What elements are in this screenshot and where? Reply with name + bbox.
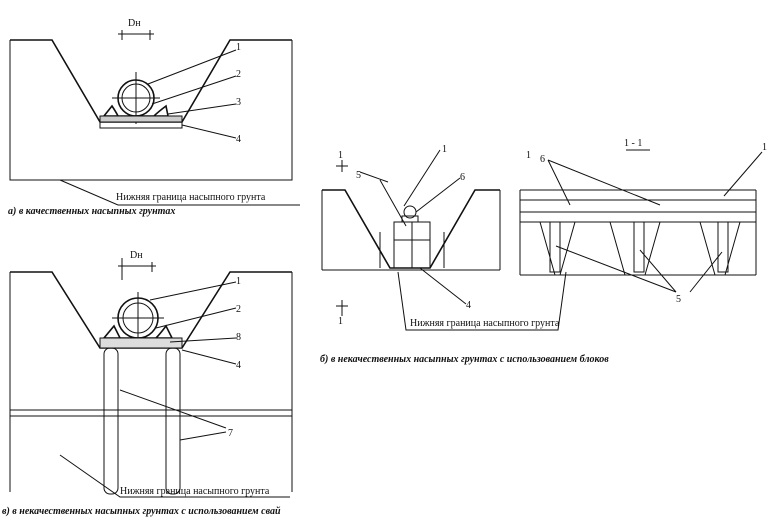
diameter-label: Dн [130,250,143,261]
callout-8: 8 [236,332,241,343]
callout-5: 5 [676,294,681,305]
callout-1: 1 [236,42,241,53]
callout-6: 6 [460,172,465,183]
section-mark-top: 1 [338,150,343,161]
caption-b: б) в некачественных насыпных грунтах с и… [320,354,609,365]
callout-1: 1 [236,276,241,287]
callout-6: 6 [540,154,545,165]
diagram-b: 1 1 5 1 6 4 Нижняя граница насыпного гру… [320,144,609,365]
diagram-c: Dн 1 2 8 4 7 Нижняя граница насыпного гр… [2,250,293,517]
callout-4: 4 [236,134,241,145]
callout-3: 3 [236,97,241,108]
callout-1-left: 1 [526,150,531,161]
callout-1-right: 1 [762,142,767,153]
diameter-label: Dн [128,18,141,29]
section-mark-bottom: 1 [338,316,343,327]
callout-4: 4 [236,360,241,371]
callout-5: 5 [356,170,361,181]
callout-4: 4 [466,300,471,311]
callout-2: 2 [236,69,241,80]
boundary-label: Нижняя граница насыпного грунта [410,318,560,329]
boundary-label: Нижняя граница насыпного грунта [116,192,266,203]
callout-7: 7 [228,428,233,439]
diagram-a: Dн 1 2 3 4 Нижняя граница насыпного грун… [8,18,300,217]
callout-2: 2 [236,304,241,315]
caption-c: в) в некачественных насыпных грунтах с и… [2,506,281,517]
caption-a: а) в качественных насыпных грунтах [8,206,175,217]
section-title: 1 - 1 [624,138,642,149]
section-1-1: 1 - 1 1 6 1 5 [519,138,767,305]
boundary-label: Нижняя граница насыпного грунта [120,486,270,497]
callout-1: 1 [442,144,447,155]
